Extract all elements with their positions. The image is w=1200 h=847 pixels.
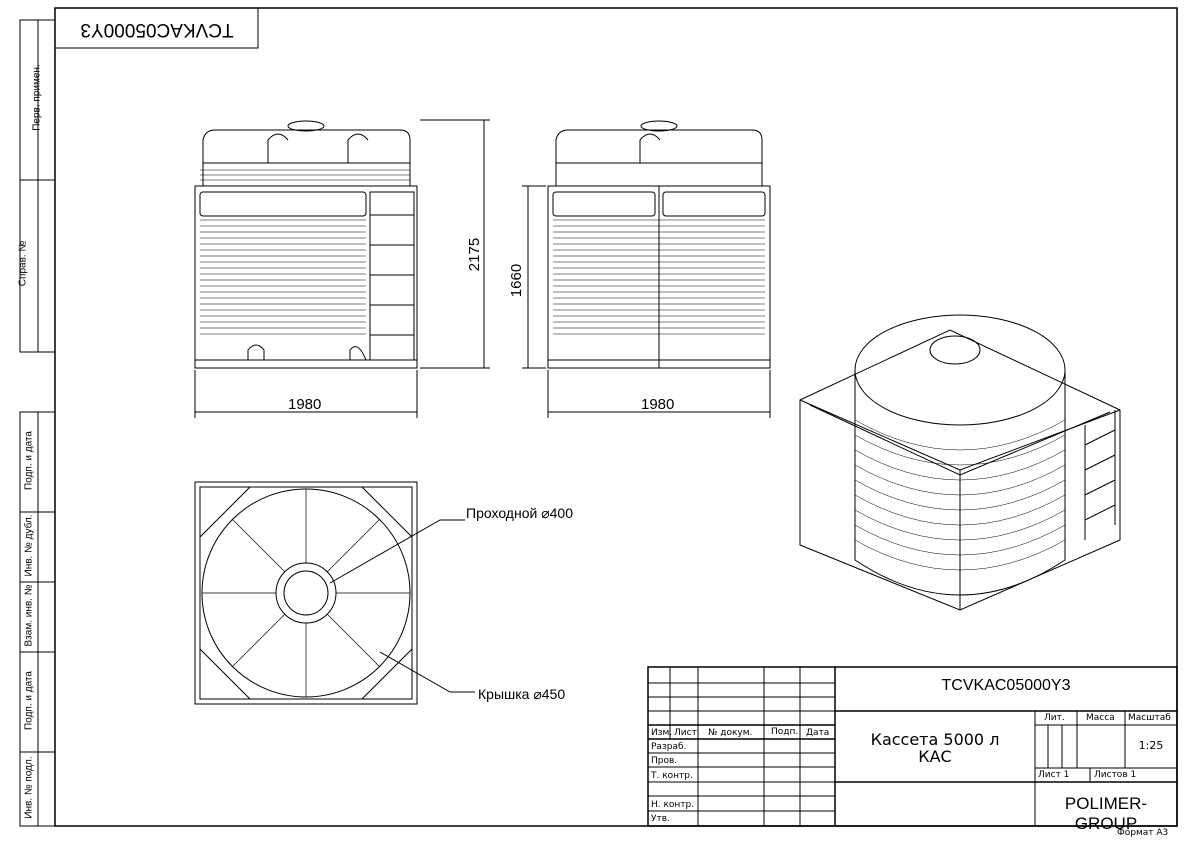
- tb-row-utv: Утв.: [651, 814, 670, 824]
- tb-h-sign: Подп.: [771, 727, 799, 737]
- dim-front-height: 2175: [466, 237, 484, 272]
- tb-h-izm: Изм.: [651, 728, 673, 738]
- drawing-code-rotated: TCVKAC05000Y3: [80, 19, 234, 40]
- front-view: [194, 119, 490, 418]
- tb-h-list: Лист: [674, 728, 697, 738]
- tb-company: POLIMER-GROUP: [1064, 794, 1148, 833]
- tb-name-line2: КАС: [918, 747, 952, 766]
- side-view: [522, 120, 771, 418]
- sheet-format: Формат А3: [1117, 828, 1169, 838]
- dim-side-height: 1660: [508, 263, 526, 298]
- tb-h-date: Дата: [806, 728, 830, 738]
- callout-lid: Крышка ⌀450: [478, 686, 566, 702]
- tb-sheet: Лист 1: [1038, 770, 1070, 780]
- tb-name-line1: Кассета 5000 л: [870, 730, 1000, 749]
- dim-side-width: 1980: [641, 396, 675, 413]
- isometric-view: [799, 314, 1121, 611]
- tb-lit: Лит.: [1044, 713, 1065, 723]
- tb-row-nkontr: Н. контр.: [651, 800, 695, 810]
- tb-mass: Масса: [1086, 713, 1115, 723]
- tb-row-prov: Пров.: [651, 756, 678, 766]
- tb-code: TCVKAC05000Y3: [941, 677, 1071, 694]
- tb-h-doc: № докум.: [708, 728, 753, 738]
- stamp-sprav-no: Справ. №: [17, 240, 29, 287]
- callout-hatch: Проходной ⌀400: [466, 505, 573, 521]
- tb-row-razrab: Разраб.: [651, 742, 687, 752]
- stamp-inv-podl: Инв. № подл.: [23, 756, 35, 819]
- tb-row-tkontr: Т. контр.: [651, 771, 693, 781]
- stamp-podp-data-2: Подп. и дата: [23, 671, 35, 730]
- stamp-perv-primen: Перв. примен.: [31, 64, 43, 131]
- tb-scale: 1:25: [1138, 739, 1164, 752]
- top-view: [194, 481, 475, 705]
- tb-scale-label: Масштаб: [1128, 713, 1171, 723]
- tb-sheets: Листов 1: [1094, 770, 1137, 780]
- dim-front-width: 1980: [288, 396, 322, 413]
